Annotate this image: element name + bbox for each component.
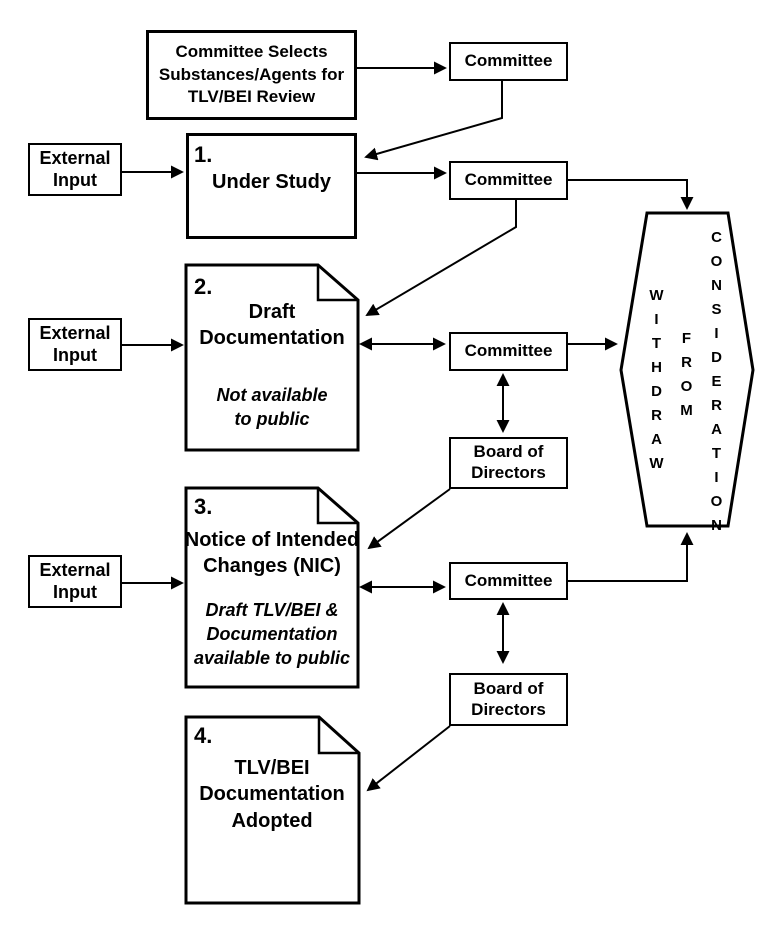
node-step1-under-study [186,133,357,239]
node-committee-selects-label: Committee Selects Substances/Agents for … [158,41,345,107]
step2-fold-corner [316,265,358,302]
step3-number: 3. [194,494,213,519]
node-board-of-directors-1: Board of Directors [449,437,568,489]
step3-note: Draft TLV/BEI & Documentation available … [193,600,351,668]
arrow-committee4-to-hexagon-bottom [568,532,694,582]
board-label: Board of Directors [471,442,546,482]
step4-document-shape [184,715,361,905]
step3-title: Notice of Intended Changes (NIC) [184,529,360,578]
step3-document-shape [184,486,360,689]
external-input-label: External Input [39,147,111,190]
node-external-input-1: External Input [28,143,122,196]
arrow-committee2-to-draft-doc [365,200,517,316]
node-committee-selects: Committee Selects Substances/Agents for … [146,30,357,120]
step2-note: Not available to public [216,385,328,429]
step4-number: 4. [194,723,213,748]
step3-fold-corner [316,488,358,525]
from-word: FROM [678,330,695,426]
step1-number: 1. [194,142,213,167]
committee-label: Committee [464,341,553,361]
step2-document-shape [184,263,360,452]
node-committee-2: Committee [449,161,568,200]
step4-title: TLV/BEI Documentation Adopted [199,757,345,832]
arrow-board2-to-adopted [366,725,451,792]
external-input-label: External Input [39,559,111,602]
node-external-input-2: External Input [28,318,122,371]
step4-fold-corner [317,717,359,755]
board-label: Board of Directors [471,678,546,719]
withdraw-word: WITHDRAW [648,287,665,479]
arrow-committee-to-under-study [364,81,503,161]
external-input-label: External Input [39,322,111,365]
arrow-committee2-to-hexagon-top [568,179,694,210]
node-board-of-directors-2: Board of Directors [449,673,568,726]
consideration-word: CONSIDERATION [708,229,725,541]
node-committee-1: Committee [449,42,568,81]
node-committee-4: Committee [449,562,568,600]
committee-label: Committee [464,51,553,71]
node-committee-3: Committee [449,332,568,371]
withdraw-hexagon [619,211,755,528]
step2-title: Draft Documentation [199,301,345,350]
node-external-input-3: External Input [28,555,122,608]
step1-title: Under Study [212,171,331,193]
step2-number: 2. [194,274,213,299]
committee-label: Committee [464,570,553,590]
committee-label: Committee [464,170,553,190]
arrow-board1-to-nic [367,488,451,550]
